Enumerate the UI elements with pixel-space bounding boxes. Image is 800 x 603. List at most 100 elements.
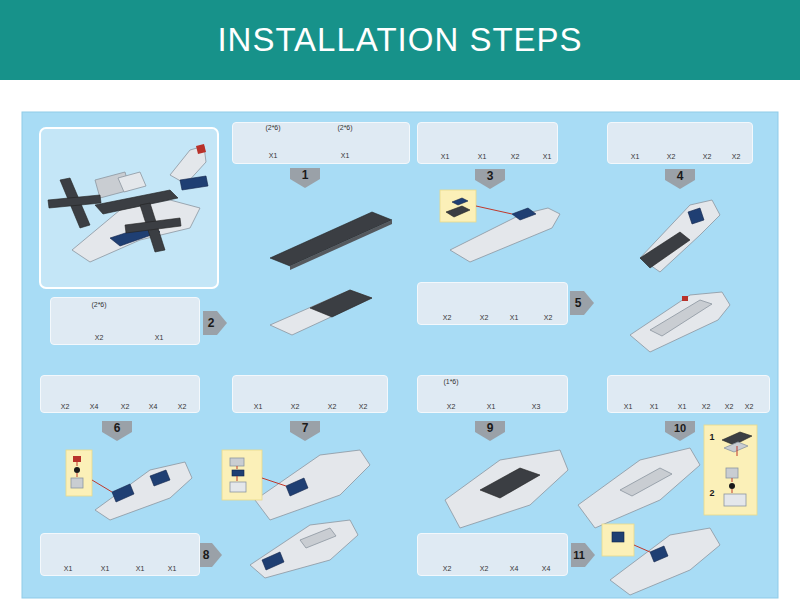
step-illustrations xyxy=(290,220,392,270)
step-number: 9 xyxy=(487,421,494,435)
quantity-label: X1 xyxy=(650,403,659,411)
quantity-label: X2 xyxy=(480,565,489,573)
size-label: (1*6) xyxy=(443,378,458,386)
step-arrows xyxy=(290,168,320,188)
quantity-label: X1 xyxy=(441,153,450,161)
parts-box: X1X1X1X1 xyxy=(40,533,200,576)
parts-box: X2X2X1X2 xyxy=(417,282,568,325)
step-illustrations xyxy=(237,466,286,486)
quantity-label: X1 xyxy=(64,565,73,573)
step-illustrations xyxy=(729,483,735,489)
step-arrows xyxy=(198,543,222,567)
step-number: 2 xyxy=(208,316,215,330)
step-number: 7 xyxy=(302,421,309,435)
quantity-label: X1 xyxy=(510,314,519,322)
step-number: 11 xyxy=(573,549,585,561)
parts-box: (1*6) X2 X1 X3 xyxy=(417,375,568,413)
quantity-label: X1 xyxy=(543,153,552,161)
step-illustrations xyxy=(440,190,476,222)
header-band: INSTALLATION STEPS xyxy=(0,0,800,80)
step-illustrations xyxy=(640,200,720,272)
step-illustrations xyxy=(66,450,92,496)
finished-model xyxy=(72,200,200,262)
quantity-label: X2 xyxy=(745,403,754,411)
finished-model xyxy=(48,144,208,262)
step-arrows xyxy=(290,421,320,441)
step-illustrations xyxy=(74,467,80,473)
part-icons xyxy=(56,133,752,560)
step-arrows xyxy=(665,421,695,441)
finished-model xyxy=(125,218,181,233)
step-illustrations xyxy=(602,524,634,556)
step-illustrations xyxy=(650,300,712,336)
quantity-label: X2 xyxy=(359,403,368,411)
quantity-label: X4 xyxy=(542,565,551,573)
step-illustrations xyxy=(732,446,737,493)
parts-box: X2X2X4X4 xyxy=(417,533,568,576)
quantity-label: X2 xyxy=(447,403,456,411)
finished-model xyxy=(118,172,146,192)
quantity-label: X1 xyxy=(101,565,110,573)
quantity-label: X3 xyxy=(532,403,541,411)
step-illustrations xyxy=(300,528,336,548)
step-arrows xyxy=(102,421,132,441)
quantity-label: X2 xyxy=(121,403,130,411)
step-illustrations xyxy=(150,470,170,486)
step-illustrations xyxy=(270,290,372,335)
step-illustrations xyxy=(310,290,372,317)
step-illustrations xyxy=(255,450,370,520)
quantity-label: X2 xyxy=(443,565,452,573)
quantity-label: X2 xyxy=(178,403,187,411)
step-illustrations xyxy=(71,478,83,488)
step-illustrations xyxy=(250,520,358,578)
step-illustrations xyxy=(640,232,690,268)
step-illustrations xyxy=(230,458,244,466)
quantity-label: X1 xyxy=(487,403,496,411)
step-number: 6 xyxy=(114,421,121,435)
step-number: 4 xyxy=(677,169,684,183)
panel-ground xyxy=(40,128,218,288)
step-arrows xyxy=(203,311,227,335)
quantity-label: X2 xyxy=(480,314,489,322)
callout-number: 1 xyxy=(709,432,714,442)
size-label: (2*6) xyxy=(337,124,352,132)
parts-box: X2X4X2X4X2 xyxy=(40,375,200,413)
step-illustrations xyxy=(452,198,468,205)
step-illustrations xyxy=(726,468,738,478)
step-illustrations xyxy=(445,450,568,528)
parts-box: X1X2X2X2 xyxy=(607,122,753,164)
step-illustrations xyxy=(688,208,704,224)
step-illustrations xyxy=(704,425,757,515)
size-label: (2*6) xyxy=(265,124,280,132)
step-illustrations xyxy=(512,208,536,220)
step-illustrations xyxy=(480,468,540,498)
step-number: 8 xyxy=(203,548,210,562)
step-illustrations xyxy=(286,478,308,496)
quantity-label: X1 xyxy=(678,403,687,411)
parts-box: (2*6)X2X1 xyxy=(50,297,200,345)
step-illustrations xyxy=(682,296,688,301)
step-arrows xyxy=(570,291,594,315)
quantity-label: X1 xyxy=(254,403,263,411)
quantity-label: X1 xyxy=(631,153,640,161)
step-illustrations xyxy=(230,482,246,492)
finished-model xyxy=(196,144,206,154)
step-illustrations xyxy=(724,494,746,506)
parts-box: X1X1X2X1 xyxy=(417,122,558,164)
quantity-label: X1 xyxy=(136,565,145,573)
quantity-label: X1 xyxy=(341,152,350,160)
finished-model xyxy=(48,195,101,208)
step-number: 5 xyxy=(575,296,582,310)
step-number: 3 xyxy=(487,169,494,183)
step-illustrations xyxy=(446,206,470,217)
parts-box: (2*6)X1(2*6)X1 xyxy=(232,122,410,164)
parts-box: X1X2X2X2 xyxy=(232,375,388,413)
step-arrows xyxy=(665,169,695,189)
step-illustrations xyxy=(77,462,112,492)
step-number: 10 xyxy=(674,422,686,434)
quantity-label: X4 xyxy=(149,403,158,411)
step-illustrations xyxy=(73,456,81,462)
parts-box: X1X1X1X2X2X2 xyxy=(607,375,770,413)
panel-ground xyxy=(22,112,778,598)
